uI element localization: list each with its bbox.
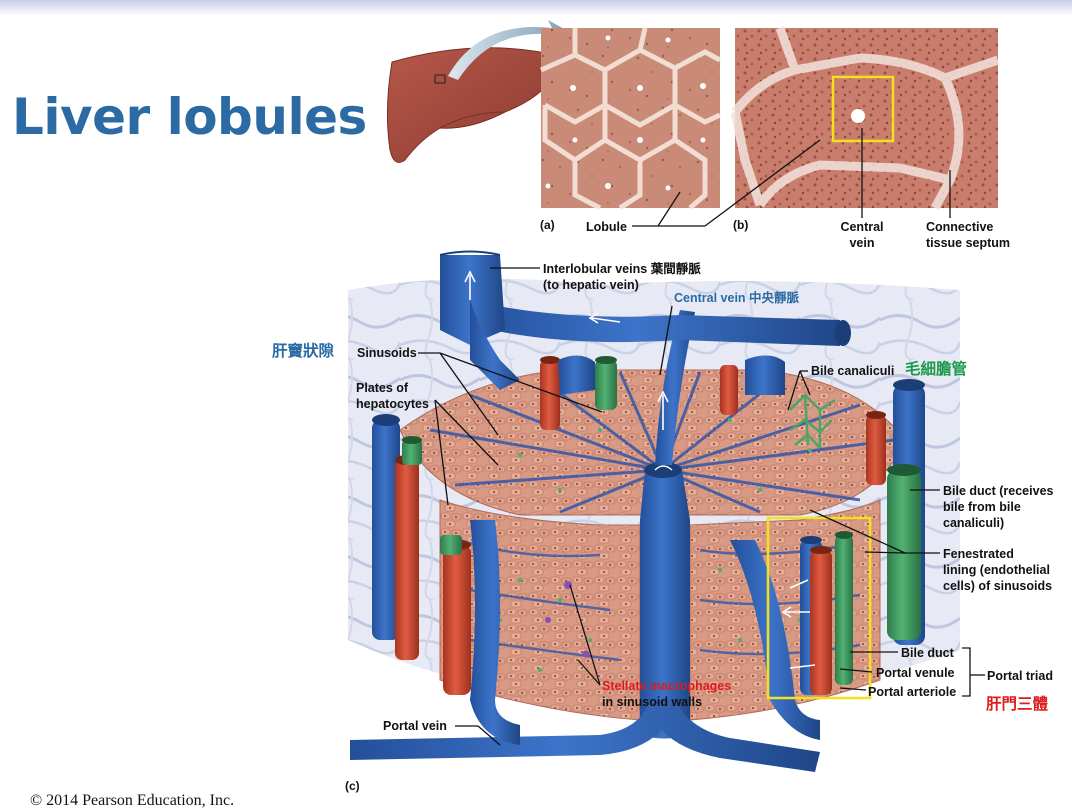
panel-label-c: (c) (345, 779, 360, 793)
label-sinusoids: Sinusoids (357, 346, 417, 360)
label-line: tissue septum (926, 236, 1011, 250)
label-stellate-macrophages: Stellate macrophages in sinusoid walls (602, 678, 731, 710)
label-central-vein: Central vein 中央靜脈 (674, 290, 799, 306)
label-line: vein (849, 236, 875, 250)
central-vein-highlight-box (831, 75, 895, 143)
label-bile-duct: Bile duct (901, 646, 954, 660)
label-portal-triad: Portal triad (987, 669, 1053, 683)
label-line: Interlobular veins (543, 262, 648, 276)
label-line: (to hepatic vein) (543, 278, 639, 292)
label-portal-venule: Portal venule (876, 666, 955, 680)
micrograph-b (730, 26, 1000, 211)
whole-liver-image (386, 20, 566, 163)
label-line: canaliculi) (943, 516, 1005, 530)
label-zh: 葉間靜脈 (650, 262, 701, 276)
micrograph-a (539, 27, 722, 211)
copyright: © 2014 Pearson Education, Inc. (30, 792, 235, 809)
label-text: Central vein (674, 291, 746, 305)
label-zh: 中央靜脈 (749, 291, 800, 305)
label-line: cells) of sinusoids (943, 579, 1053, 593)
label-line: Central (840, 220, 884, 234)
label-line: Plates of (356, 381, 409, 395)
label-line: Bile duct (receives (943, 484, 1054, 498)
page-title: Liver lobules (12, 88, 367, 146)
label-sinusoids-zh: 肝竇狀隙 (272, 343, 335, 360)
panel-label-a: (a) (540, 218, 555, 232)
label-portal-triad-zh: 肝門三體 (986, 696, 1049, 713)
label-line: bile from bile (943, 500, 1021, 514)
label-fenestrated-lining: Fenestrated lining (endothelial cells) o… (943, 546, 1052, 594)
label-plates-of-hepatocytes: Plates of hepatocytes (356, 380, 429, 412)
label-line: lining (endothelial (943, 563, 1050, 577)
label-portal-arteriole: Portal arteriole (868, 685, 957, 699)
label-line: Connective (926, 220, 994, 234)
label-bile-duct-receives: Bile duct (receives bile from bile canal… (943, 483, 1053, 531)
top-gradient-bar (0, 0, 1072, 16)
label-line: Stellate macrophages (602, 679, 732, 693)
label-lobule: Lobule (586, 220, 627, 234)
lobule-3d-diagram (348, 250, 960, 772)
label-connective-tissue: Connective tissue septum (926, 219, 1010, 251)
label-portal-vein: Portal vein (383, 719, 447, 733)
label-line: Fenestrated (943, 547, 1014, 561)
label-central-vein-top: Central vein (832, 219, 892, 251)
label-line: in sinusoid walls (602, 695, 703, 709)
label-interlobular-veins: Interlobular veins 葉間靜脈 (to hepatic vein… (543, 261, 701, 293)
panel-label-b: (b) (733, 218, 749, 232)
portal-triad-highlight-box (766, 516, 872, 700)
label-line: hepatocytes (356, 397, 429, 411)
label-bile-canaliculi-zh: 毛細膽管 (905, 361, 968, 378)
label-bile-canaliculi: Bile canaliculi (811, 364, 895, 378)
